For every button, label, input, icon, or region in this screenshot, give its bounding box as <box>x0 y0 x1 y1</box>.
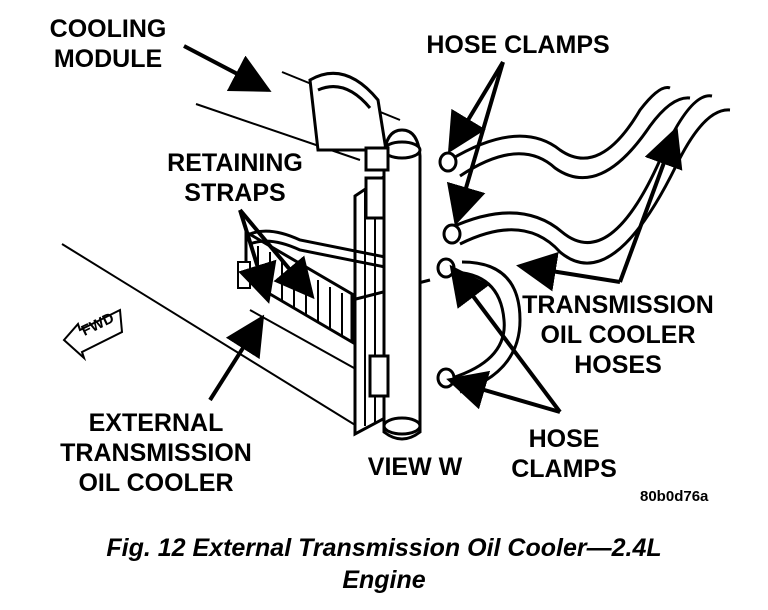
label-line: TRANSMISSION <box>522 291 714 319</box>
label-line: STRAPS <box>184 179 286 207</box>
radiator-tank <box>364 128 422 441</box>
label-line: EXTERNAL <box>88 409 224 437</box>
figure-caption: Fig. 12 External Transmission Oil Cooler… <box>0 532 768 596</box>
hose-clamps-bottom-label: HOSE CLAMPS <box>494 424 634 484</box>
hose-clamp-rings <box>436 151 462 389</box>
label-line: MODULE <box>53 45 163 73</box>
retaining-straps-label: RETAINING STRAPS <box>150 148 320 208</box>
view-label: VIEW W <box>350 452 480 482</box>
label-line: COOLING <box>49 15 167 43</box>
label-line: OIL COOLER <box>78 469 234 497</box>
label-line: CLAMPS <box>511 455 617 483</box>
label-line: RETAINING <box>167 149 303 177</box>
label-line: HOSES <box>574 351 662 379</box>
transmission-hoses-label: TRANSMISSION OIL COOLER HOSES <box>498 290 738 380</box>
label-line: TRANSMISSION <box>60 439 252 467</box>
hose-clamps-top-label: HOSE CLAMPS <box>410 30 626 60</box>
caption-line: Engine <box>342 566 426 594</box>
label-line: HOSE CLAMPS <box>426 31 610 59</box>
cooler-hoses <box>449 85 731 394</box>
cooling-module <box>308 71 388 152</box>
label-line: OIL COOLER <box>540 321 696 349</box>
caption-line: Fig. 12 External Transmission Oil Cooler… <box>106 534 662 562</box>
external-cooler-label: EXTERNAL TRANSMISSION OIL COOLER <box>36 408 276 498</box>
leader-arrows <box>183 44 683 414</box>
label-line: VIEW W <box>367 453 463 481</box>
cooling-module-label: COOLING MODULE <box>18 14 198 74</box>
figure-code: 80b0d76a <box>640 488 709 505</box>
label-line: HOSE <box>528 425 600 453</box>
fwd-arrow-icon <box>62 308 124 362</box>
